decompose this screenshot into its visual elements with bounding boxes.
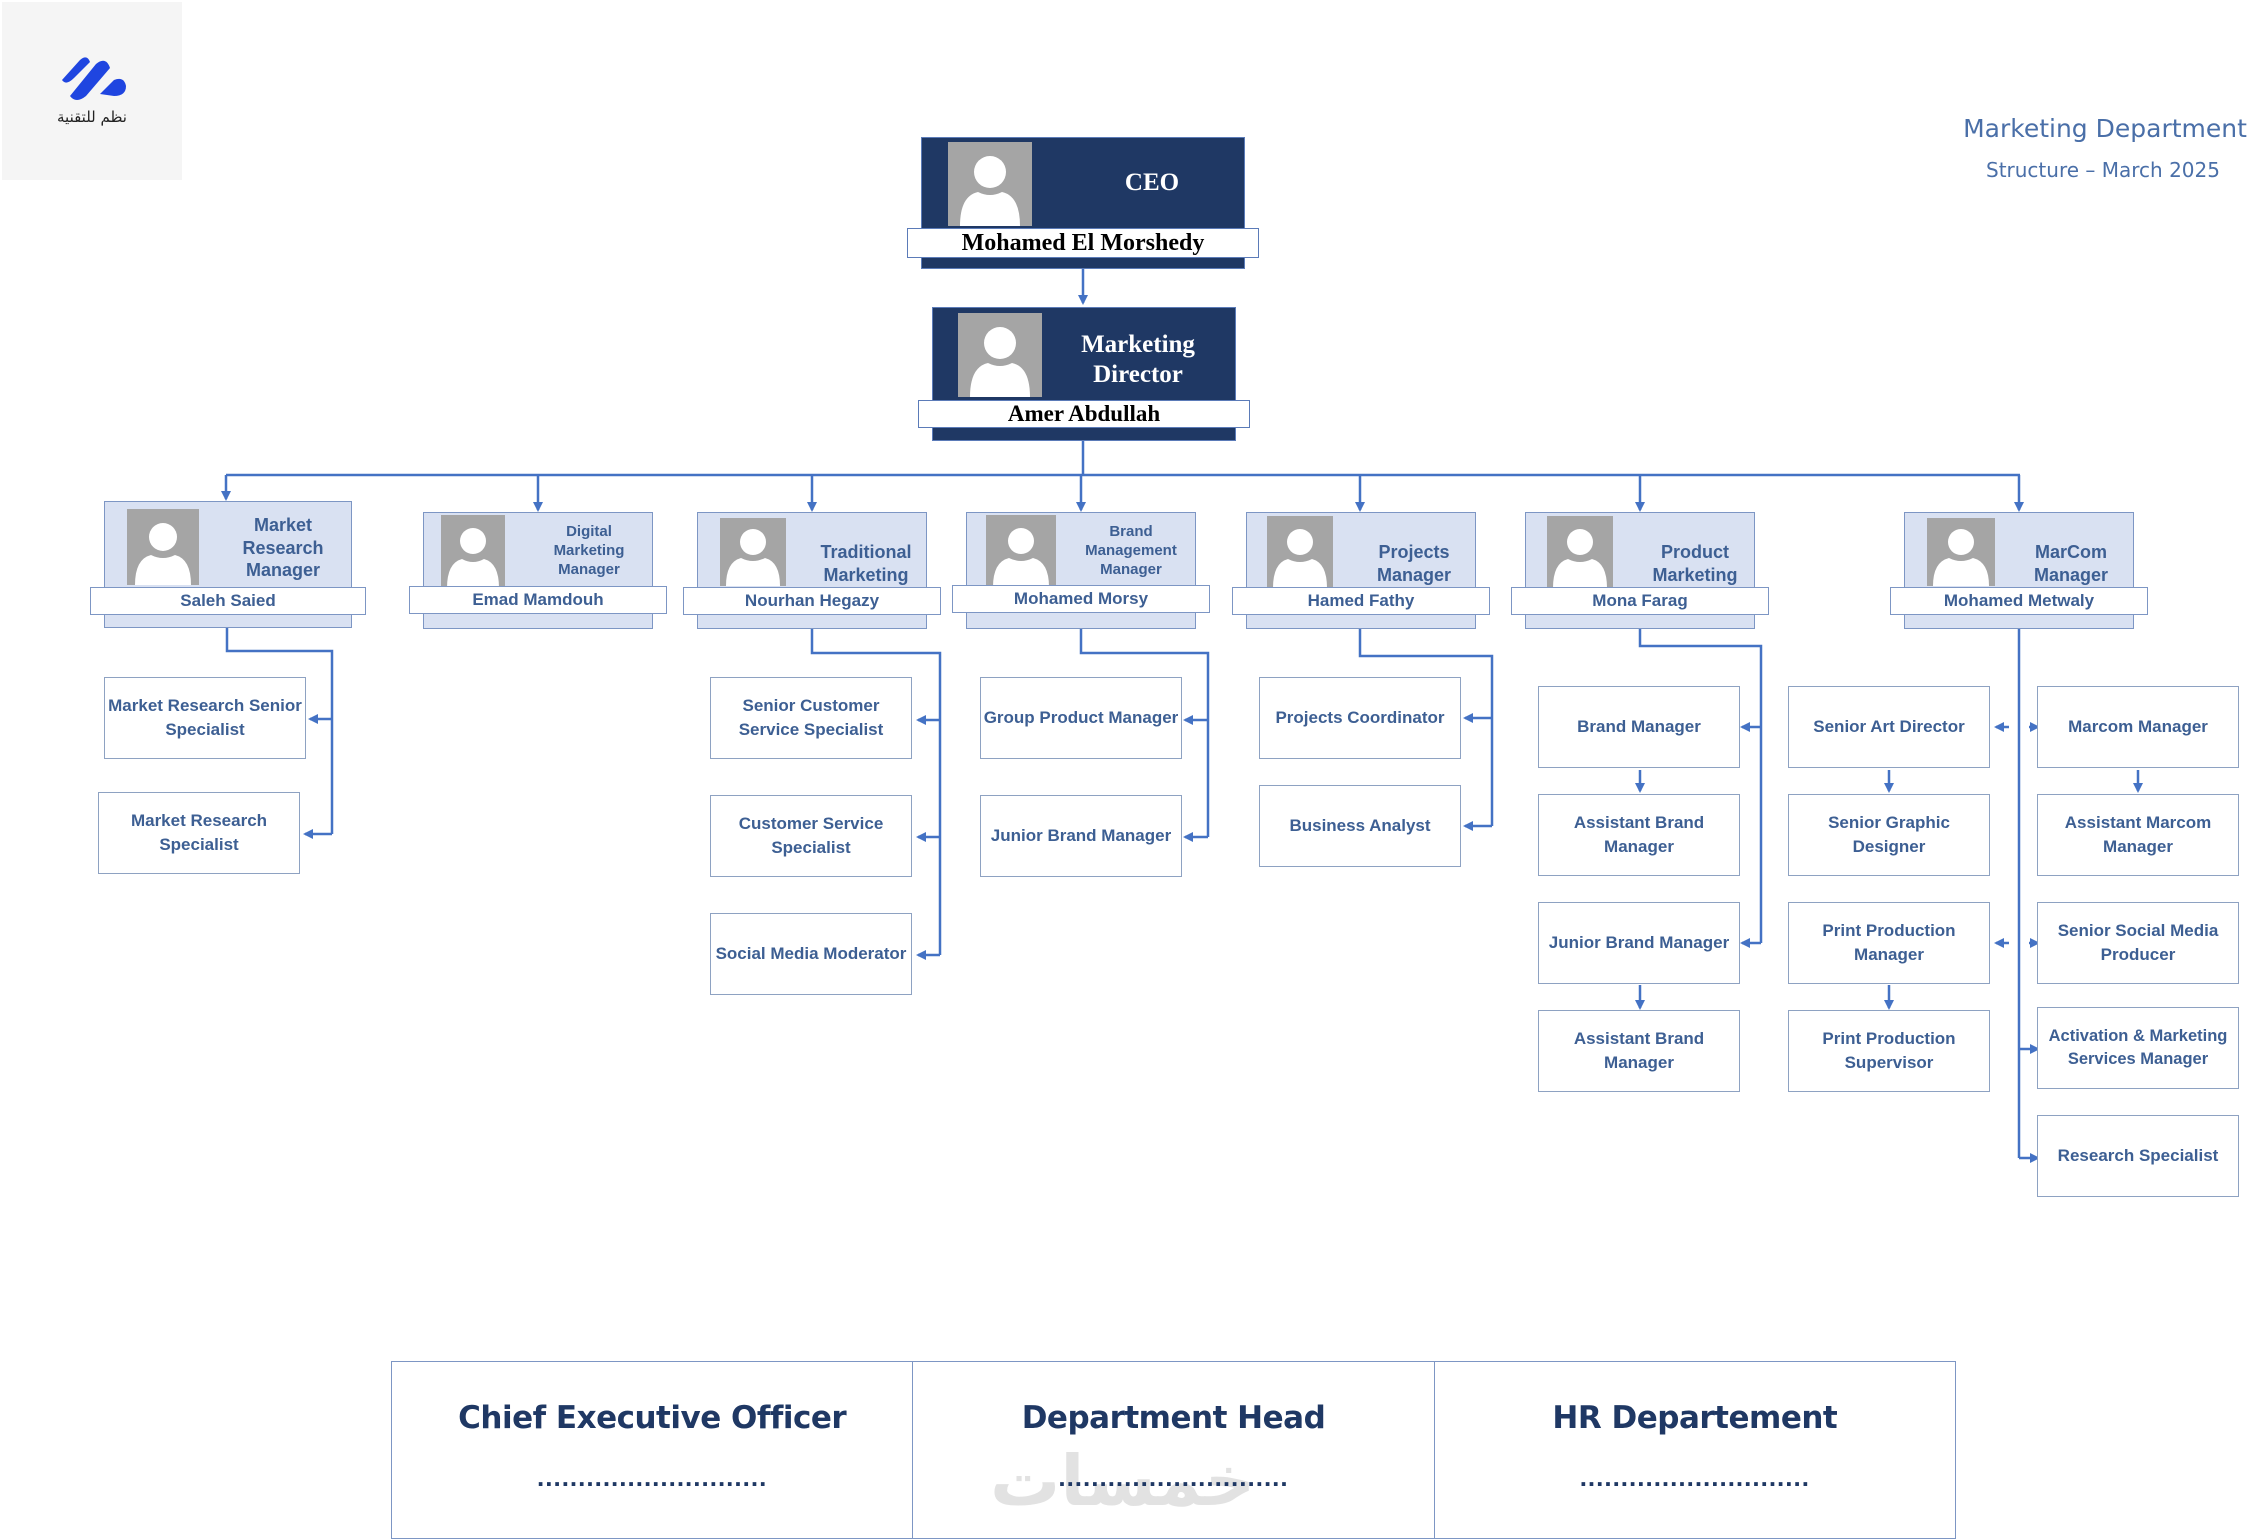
staff-box[interactable]: Assistant Brand Manager bbox=[1538, 1010, 1740, 1092]
staff-box[interactable]: Business Analyst bbox=[1259, 785, 1461, 867]
staff-box[interactable]: Senior Social Media Producer bbox=[2037, 902, 2239, 984]
staff-box[interactable]: Print Production Manager bbox=[1788, 902, 1990, 984]
staff-box[interactable]: Research Specialist bbox=[2037, 1115, 2239, 1197]
avatar-placeholder-icon bbox=[1547, 516, 1613, 588]
manager-role: Traditional Marketing bbox=[820, 542, 912, 585]
avatar-placeholder-icon bbox=[948, 142, 1032, 226]
watermark: خمسات bbox=[990, 1440, 1256, 1522]
staff-box[interactable]: Senior Art Director bbox=[1788, 686, 1990, 768]
avatar-placeholder-icon bbox=[720, 518, 786, 586]
staff-box[interactable]: Group Product Manager bbox=[980, 677, 1182, 759]
signature-table: Chief Executive Officer ................… bbox=[391, 1361, 1956, 1539]
signature-line: ............................ bbox=[537, 1462, 768, 1492]
staff-box[interactable]: Social Media Moderator bbox=[710, 913, 912, 995]
manager-name: Mona Farag bbox=[1511, 587, 1769, 615]
manager-role: MarCom Manager bbox=[2033, 542, 2109, 585]
avatar-placeholder-icon bbox=[1927, 518, 1995, 586]
manager-role: Brand Management Manager bbox=[1085, 523, 1177, 578]
staff-box[interactable]: Junior Brand Manager bbox=[1538, 902, 1740, 984]
staff-box[interactable]: Marcom Manager bbox=[2037, 686, 2239, 768]
avatar-placeholder-icon bbox=[986, 515, 1056, 587]
manager-name: Emad Mamdouh bbox=[409, 586, 667, 614]
ceo-name: Mohamed El Morshedy bbox=[907, 228, 1259, 258]
avatar-placeholder-icon bbox=[127, 509, 199, 585]
staff-box[interactable]: Assistant Brand Manager bbox=[1538, 794, 1740, 876]
staff-box[interactable]: Print Production Supervisor bbox=[1788, 1010, 1990, 1092]
signature-department-head[interactable]: Department Head ........................… bbox=[913, 1362, 1435, 1538]
signature-line: ............................ bbox=[1579, 1462, 1810, 1492]
manager-role: Digital Marketing Manager bbox=[553, 523, 625, 578]
manager-card-projects[interactable]: Projects Manager bbox=[1246, 512, 1476, 629]
signature-ceo[interactable]: Chief Executive Officer ................… bbox=[392, 1362, 914, 1538]
manager-name: Saleh Saied bbox=[90, 587, 366, 615]
staff-box[interactable]: Customer Service Specialist bbox=[710, 795, 912, 877]
logo-text: نظم للتقنية bbox=[57, 108, 127, 126]
staff-box[interactable]: Senior Customer Service Specialist bbox=[710, 677, 912, 759]
avatar-placeholder-icon bbox=[1267, 516, 1333, 588]
staff-box[interactable]: Market Research Specialist bbox=[98, 792, 300, 874]
brand-logo-icon bbox=[62, 57, 126, 100]
signature-title: HR Departement bbox=[1552, 1400, 1838, 1436]
staff-box[interactable]: Brand Manager bbox=[1538, 686, 1740, 768]
signature-hr[interactable]: HR Departement .........................… bbox=[1435, 1362, 1955, 1538]
staff-box[interactable]: Market Research Senior Specialist bbox=[104, 677, 306, 759]
director-role: Marketing Director bbox=[1081, 331, 1195, 388]
manager-role: Product Marketing bbox=[1652, 542, 1738, 585]
manager-name: Mohamed Morsy bbox=[952, 585, 1210, 613]
staff-box[interactable]: Assistant Marcom Manager bbox=[2037, 794, 2239, 876]
manager-name: Nourhan Hegazy bbox=[683, 587, 941, 615]
manager-role: Market Research Manager bbox=[242, 515, 324, 580]
manager-name: Hamed Fathy bbox=[1232, 587, 1490, 615]
manager-role: Projects Manager bbox=[1376, 542, 1452, 585]
page-subtitle: Structure – March 2025 bbox=[1986, 158, 2220, 182]
company-logo: نظم للتقنية bbox=[2, 2, 182, 180]
avatar-placeholder-icon bbox=[441, 515, 505, 588]
signature-line: ............................ bbox=[1058, 1462, 1289, 1492]
staff-box[interactable]: Projects Coordinator bbox=[1259, 677, 1461, 759]
ceo-role: CEO bbox=[1124, 169, 1180, 196]
signature-title: Department Head bbox=[1021, 1400, 1326, 1436]
manager-name: Mohamed Metwaly bbox=[1890, 587, 2148, 615]
director-name: Amer Abdullah bbox=[918, 400, 1250, 428]
avatar-placeholder-icon bbox=[958, 313, 1042, 397]
staff-box[interactable]: Activation & Marketing Services Manager bbox=[2037, 1007, 2239, 1089]
signature-title: Chief Executive Officer bbox=[458, 1400, 847, 1436]
page-title: Marketing Department bbox=[1963, 114, 2247, 143]
staff-box[interactable]: Senior Graphic Designer bbox=[1788, 794, 1990, 876]
staff-box[interactable]: Junior Brand Manager bbox=[980, 795, 1182, 877]
